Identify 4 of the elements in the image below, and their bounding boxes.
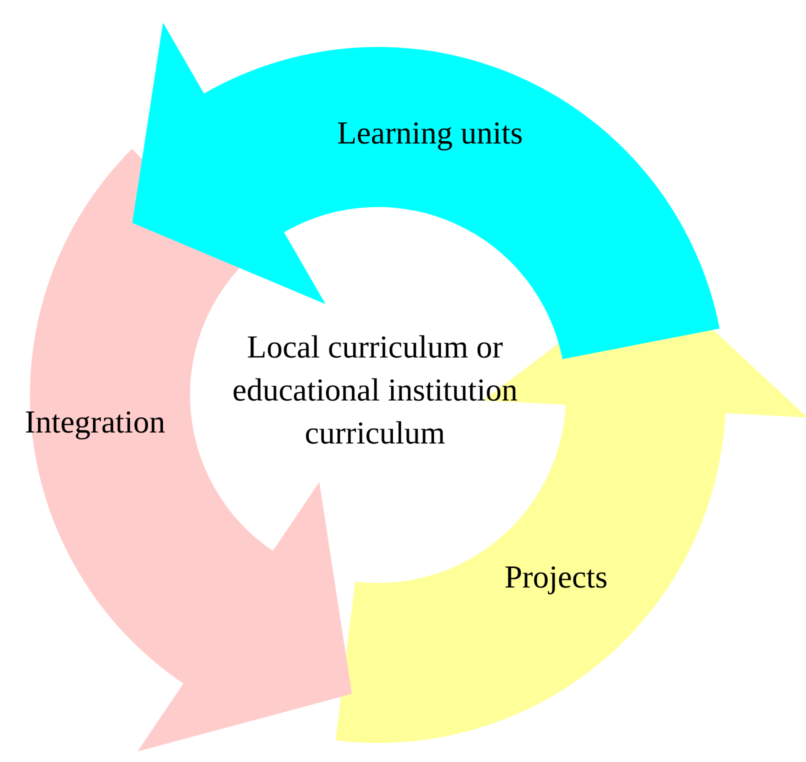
center-text: Local curriculum or educational institution curriculum — [231, 328, 519, 452]
arrow-label: Projects — [504, 558, 608, 596]
arrow-label: Integration — [24, 402, 166, 442]
arrow-label: Learning units — [337, 114, 523, 152]
